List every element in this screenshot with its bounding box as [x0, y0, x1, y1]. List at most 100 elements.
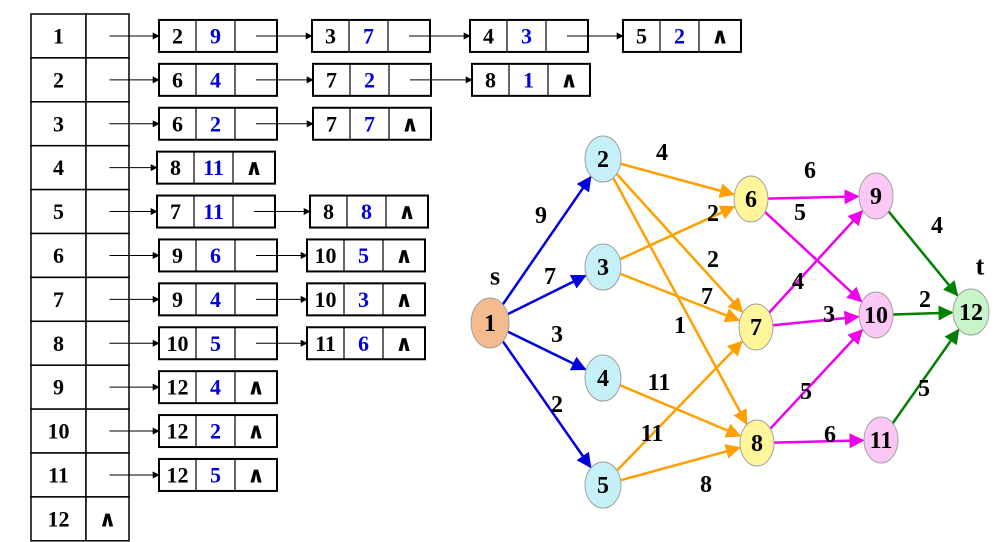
node-ellipse	[738, 303, 774, 351]
edge-line	[892, 305, 954, 321]
edge-target-vertex: 10	[167, 331, 189, 356]
edge-target-vertex: 12	[167, 419, 189, 444]
edge-weight: 7	[364, 111, 375, 136]
edge-weight: 4	[210, 287, 221, 312]
graph-edge: 5	[764, 200, 863, 303]
graph-edge: 4	[887, 210, 959, 297]
edge-weight-label: 7	[544, 264, 556, 290]
edge-node-box	[622, 18, 742, 53]
graph-node: 4	[584, 354, 622, 402]
edge-line	[620, 444, 741, 482]
edge-weight-label: 4	[656, 140, 668, 166]
edge-target-vertex: 6	[172, 67, 183, 92]
edge-weight: 6	[358, 331, 369, 356]
edge-line	[768, 210, 864, 314]
null-pointer-symbol: ∧	[395, 243, 413, 268]
null-pointer-symbol: ∧	[245, 155, 263, 180]
edge-weight: 5	[210, 462, 221, 487]
edge-weight: 11	[203, 155, 224, 180]
node-label: 9	[870, 184, 882, 210]
graph-edge: 5	[891, 328, 960, 425]
graph-node: 7	[738, 303, 774, 351]
null-pointer-symbol: ∧	[711, 23, 729, 48]
edge-weight: 4	[210, 67, 221, 92]
node-ellipse	[584, 135, 622, 183]
head-vertex-label: 11	[48, 462, 69, 487]
node-ellipse	[733, 175, 769, 223]
node-label: 11	[870, 428, 893, 454]
node-ellipse	[739, 419, 775, 467]
head-vertex-label: 1	[53, 23, 64, 48]
source-label: s	[490, 262, 500, 291]
edge-weight: 2	[674, 23, 685, 48]
head-vertex-label: 7	[53, 287, 64, 312]
node-ellipse	[858, 172, 894, 220]
graph-node: 8	[739, 419, 775, 467]
head-vertex-label: 4	[53, 155, 64, 180]
graph-edge: 1	[612, 177, 748, 425]
edge-weight-label: 5	[794, 200, 806, 226]
node-ellipse	[584, 461, 622, 509]
edge-node-box	[158, 457, 278, 492]
edge-weight: 4	[210, 375, 221, 400]
graph-edge: 11	[616, 340, 743, 472]
graph-edge: 2	[615, 173, 744, 313]
edge-line	[501, 175, 592, 306]
edge-line	[501, 340, 592, 469]
graph-edge: 11	[619, 370, 742, 438]
node-label: 6	[745, 187, 757, 213]
edge-weight-label: 3	[551, 322, 563, 348]
node-label: 8	[751, 431, 763, 457]
edge-target-vertex: 7	[170, 199, 181, 224]
edge-target-vertex: 8	[485, 67, 496, 92]
graph-edge: 4	[768, 210, 864, 314]
graph-edge: 4	[620, 140, 735, 198]
edge-weight: 8	[361, 199, 372, 224]
graph-edge: 6	[767, 158, 860, 205]
head-vertex-label: 6	[53, 243, 64, 268]
node-ellipse	[584, 354, 622, 402]
head-vertex-label: 10	[48, 419, 70, 444]
edge-node-box	[156, 150, 276, 185]
edge-node-box	[306, 326, 426, 361]
edge-weight: 5	[358, 243, 369, 268]
edge-weight: 9	[210, 23, 221, 48]
graph-edge: 8	[620, 444, 741, 498]
edge-weight-label: 2	[707, 247, 719, 273]
head-vertex-label: 2	[53, 67, 64, 92]
edge-weight-label: 6	[804, 158, 816, 184]
edge-target-vertex: 11	[315, 331, 336, 356]
head-vertex-label: 3	[53, 111, 64, 136]
edge-weight-label: 3	[823, 302, 835, 328]
graph-edge: 5	[769, 328, 864, 430]
graph-node: 6	[733, 175, 769, 223]
null-pointer-symbol: ∧	[247, 419, 265, 444]
graph-edge: 3	[772, 302, 860, 328]
edge-weight: 11	[203, 199, 224, 224]
edge-node-box	[158, 414, 278, 449]
graph-edge: 7	[619, 272, 741, 323]
edge-line	[764, 211, 863, 303]
null-pointer-symbol: ∧	[398, 199, 416, 224]
edge-weight-label: 8	[700, 472, 712, 498]
edge-weight-label: 11	[641, 421, 664, 447]
edge-target-vertex: 7	[326, 111, 337, 136]
edge-target-vertex: 12	[167, 462, 189, 487]
